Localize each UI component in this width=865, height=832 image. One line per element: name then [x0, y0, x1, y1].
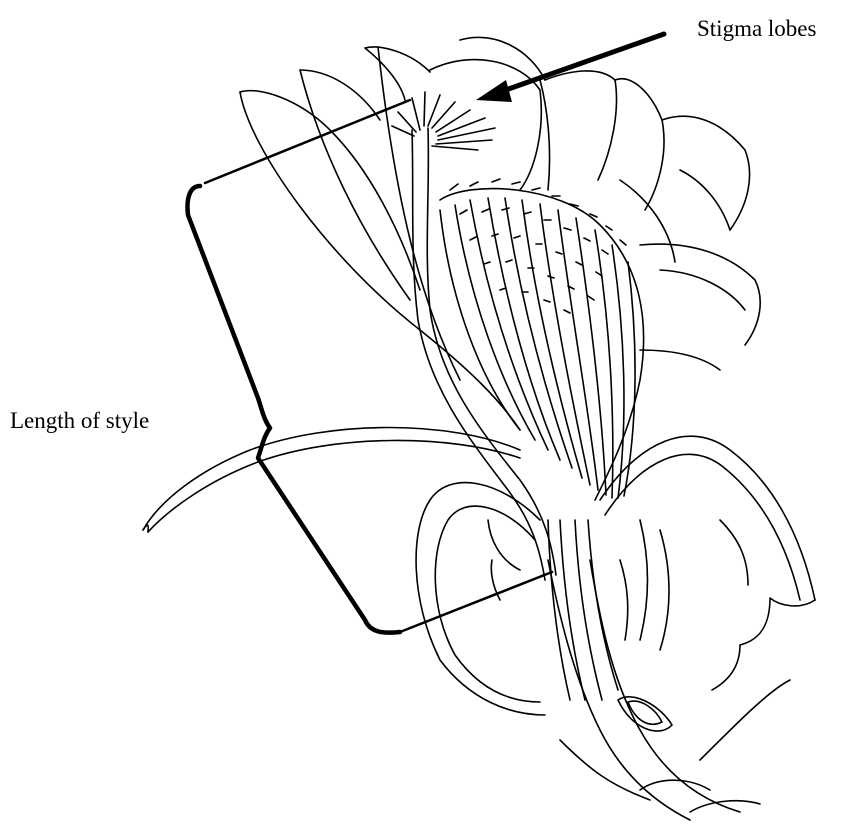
bract-lower-right [640, 520, 648, 640]
base-bract-a [640, 780, 710, 790]
length-of-style-label: Length of style [10, 409, 149, 432]
petal [365, 47, 430, 100]
stigma-lobe [424, 92, 425, 126]
bract-lower-right [740, 598, 815, 645]
style-outer [412, 130, 545, 580]
bract-lower-right [660, 530, 669, 650]
bract-lower-right [605, 454, 800, 600]
petal [240, 91, 420, 290]
stamen-filament [558, 210, 598, 490]
petal [680, 170, 730, 230]
stigma-lobe [438, 128, 495, 140]
petal [640, 350, 720, 370]
stigma-lobe [392, 126, 414, 136]
stigma-lobe [398, 112, 416, 132]
stigma-lobe [412, 98, 420, 130]
petal [460, 37, 545, 80]
base-stem-left [560, 740, 650, 800]
petal [620, 180, 675, 262]
bract-lower-left [488, 520, 520, 570]
bract-lower-right [600, 436, 815, 600]
petal [640, 244, 760, 345]
stamen-filament [470, 200, 548, 450]
bract-lower-right [620, 560, 628, 640]
stigma-lobe [432, 146, 478, 150]
petal [662, 116, 750, 230]
stamen-filament [440, 210, 520, 430]
bract-lower-right [720, 520, 748, 585]
flower-drawing [143, 37, 815, 820]
stigma-arrow [476, 34, 664, 102]
base-stem-right [700, 680, 790, 760]
petal [545, 71, 616, 180]
petal [240, 92, 520, 430]
sepal-long [143, 428, 520, 531]
anther-cluster [450, 179, 626, 313]
petal [300, 70, 410, 300]
bract-lower-right [712, 645, 740, 690]
stigma-lobe [436, 140, 492, 144]
sepal-long [148, 440, 520, 532]
sepal-long [143, 525, 148, 532]
stigma-lobes-label: Stigma lobes [697, 17, 816, 40]
stamen-filament [576, 218, 606, 495]
petal [615, 79, 664, 210]
petal [660, 270, 745, 310]
stigma-lobe [436, 110, 470, 132]
style-length-bracket [188, 186, 401, 633]
arrowhead-icon [476, 80, 512, 102]
stamen-filament [522, 200, 582, 478]
